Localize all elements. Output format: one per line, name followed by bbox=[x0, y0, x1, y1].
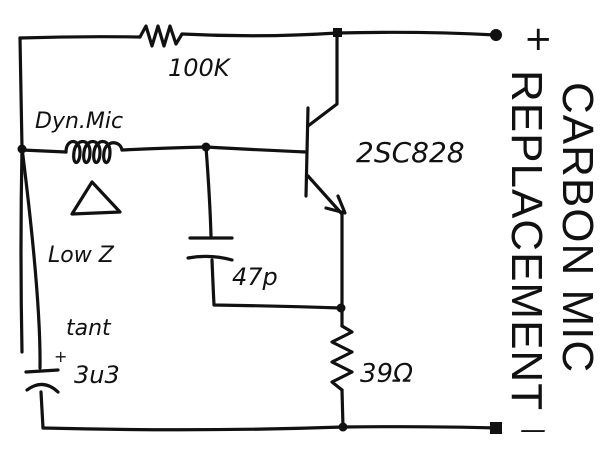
cap-tant-plate-top bbox=[24, 368, 60, 374]
label-cap-polarity: + bbox=[54, 347, 67, 366]
label-3u3: 3u3 bbox=[74, 361, 120, 389]
label-tant: tant bbox=[66, 316, 112, 341]
wire-mic-to-base bbox=[120, 145, 308, 154]
title-line-2: REPLACEMENT bbox=[502, 70, 551, 411]
wire-top-left bbox=[18, 35, 142, 40]
mic-coil bbox=[64, 139, 124, 165]
label-39ohm: 39Ω bbox=[360, 359, 413, 389]
terminal-minus bbox=[490, 422, 502, 434]
transistor-base-bar bbox=[304, 106, 310, 198]
label-low-z: Low Z bbox=[48, 243, 115, 268]
resistor-100k bbox=[138, 24, 184, 48]
junction-left bbox=[17, 144, 27, 154]
wire-left-vertical bbox=[18, 36, 24, 354]
label-transistor: 2SC828 bbox=[356, 136, 465, 169]
terminal-plus bbox=[490, 29, 502, 41]
wire-cap47-top bbox=[204, 145, 213, 238]
junction-base bbox=[201, 142, 211, 152]
label-plus-terminal: + bbox=[524, 19, 553, 59]
wire-left-bottom bbox=[39, 390, 45, 430]
transistor-collector bbox=[306, 31, 339, 128]
title-group: CARBON MIC REPLACEMENT bbox=[502, 70, 602, 411]
title-line-1: CARBON MIC bbox=[553, 82, 602, 373]
resistor-39ohm bbox=[330, 324, 354, 392]
wire-left-to-cap bbox=[20, 146, 42, 370]
junction-emitter bbox=[336, 303, 346, 313]
cap47-plate-bottom bbox=[186, 254, 234, 262]
wire-cap47-bottom bbox=[210, 258, 342, 310]
wire-mic-left bbox=[20, 148, 68, 154]
cap-tant-plate-bottom bbox=[25, 382, 60, 394]
wire-resistor-to-bottom bbox=[340, 388, 345, 429]
junction-top-collector bbox=[333, 28, 342, 37]
label-minus-terminal: — bbox=[520, 415, 546, 445]
label-47p: 47p bbox=[232, 263, 278, 291]
label-100k: 100K bbox=[168, 54, 232, 82]
junction-bottom bbox=[338, 422, 348, 432]
wire-bottom bbox=[41, 425, 498, 432]
label-dyn-mic: Dyn.Mic bbox=[35, 109, 123, 134]
transistor-emitter bbox=[306, 174, 344, 216]
transistor-emitter-arrow bbox=[324, 194, 347, 215]
mic-triangle-icon bbox=[70, 180, 122, 216]
